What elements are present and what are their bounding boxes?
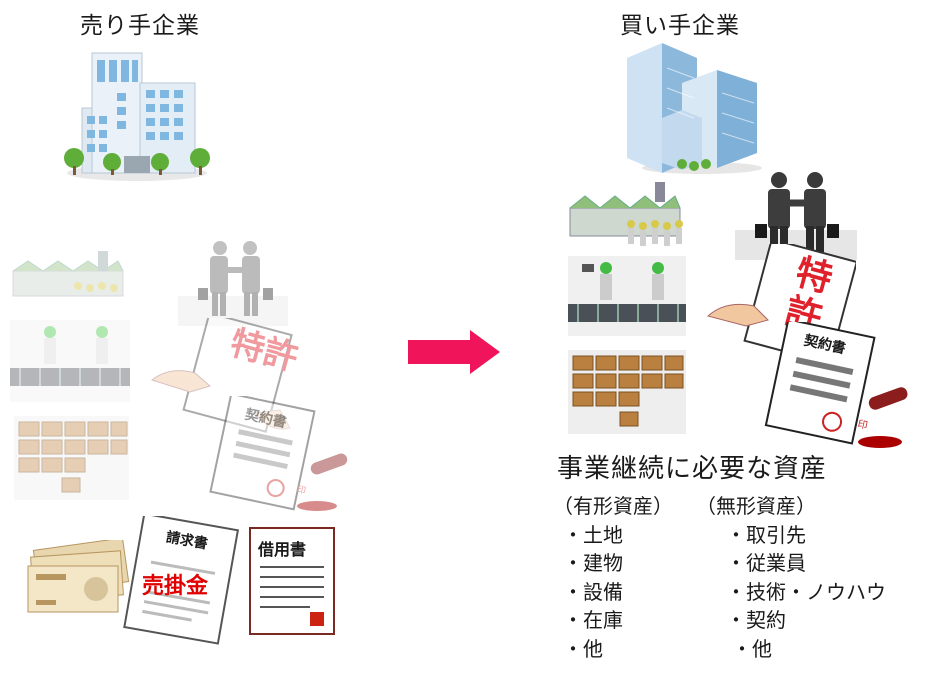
banknotes-icon	[26, 540, 131, 620]
buyer-factory-icon	[565, 180, 690, 250]
list-item: ・契約	[726, 608, 786, 632]
buyer-handshake-icon	[735, 168, 857, 260]
invoice-document: 請求書 売掛金	[118, 516, 243, 651]
list-item: ・在庫	[563, 608, 623, 632]
receivable-label: 売掛金	[142, 574, 209, 599]
list-item: ・土地	[563, 522, 623, 547]
seller-title: 売り手企業	[80, 13, 200, 39]
loan-document: 借用書	[246, 524, 338, 639]
list-item: ・技術・ノウハウ	[726, 579, 886, 604]
seller-patent-document: 特許	[150, 318, 302, 438]
buyer-warehouse-icon	[568, 350, 686, 434]
list-item: ・建物	[563, 551, 623, 575]
seller-handshake-icon	[178, 236, 288, 326]
seller-warehouse-icon	[14, 416, 129, 500]
tangible-assets-header: （有形資産）	[553, 494, 673, 518]
intangible-assets-list: （無形資産） ・取引先 ・従業員 ・技術・ノウハウ ・契約 ・他	[696, 492, 886, 663]
list-item: ・他	[563, 636, 603, 661]
assets-heading: 事業継続に必要な資産	[557, 454, 828, 484]
list-item: ・取引先	[726, 522, 806, 547]
buyer-building-icon	[622, 28, 772, 178]
seller-conveyor-icon	[10, 320, 130, 402]
seller-contract-document: 契約書 印	[205, 396, 355, 511]
buyer-conveyor-icon	[568, 256, 686, 336]
tangible-assets-list: （有形資産） ・土地 ・建物 ・設備 ・在庫 ・他	[553, 492, 673, 663]
buyer-contract-document: 契約書 印	[758, 322, 918, 452]
loan-label: 借用書	[258, 540, 307, 559]
list-item: ・従業員	[726, 551, 806, 575]
list-item: ・設備	[563, 579, 623, 604]
list-item: ・他	[732, 636, 772, 661]
intangible-assets-header: （無形資産）	[696, 494, 816, 518]
seller-building-icon	[62, 48, 212, 183]
seller-factory-icon	[8, 246, 133, 306]
buyer-title: 買い手企業	[620, 13, 740, 39]
transfer-arrow-icon	[408, 330, 500, 374]
